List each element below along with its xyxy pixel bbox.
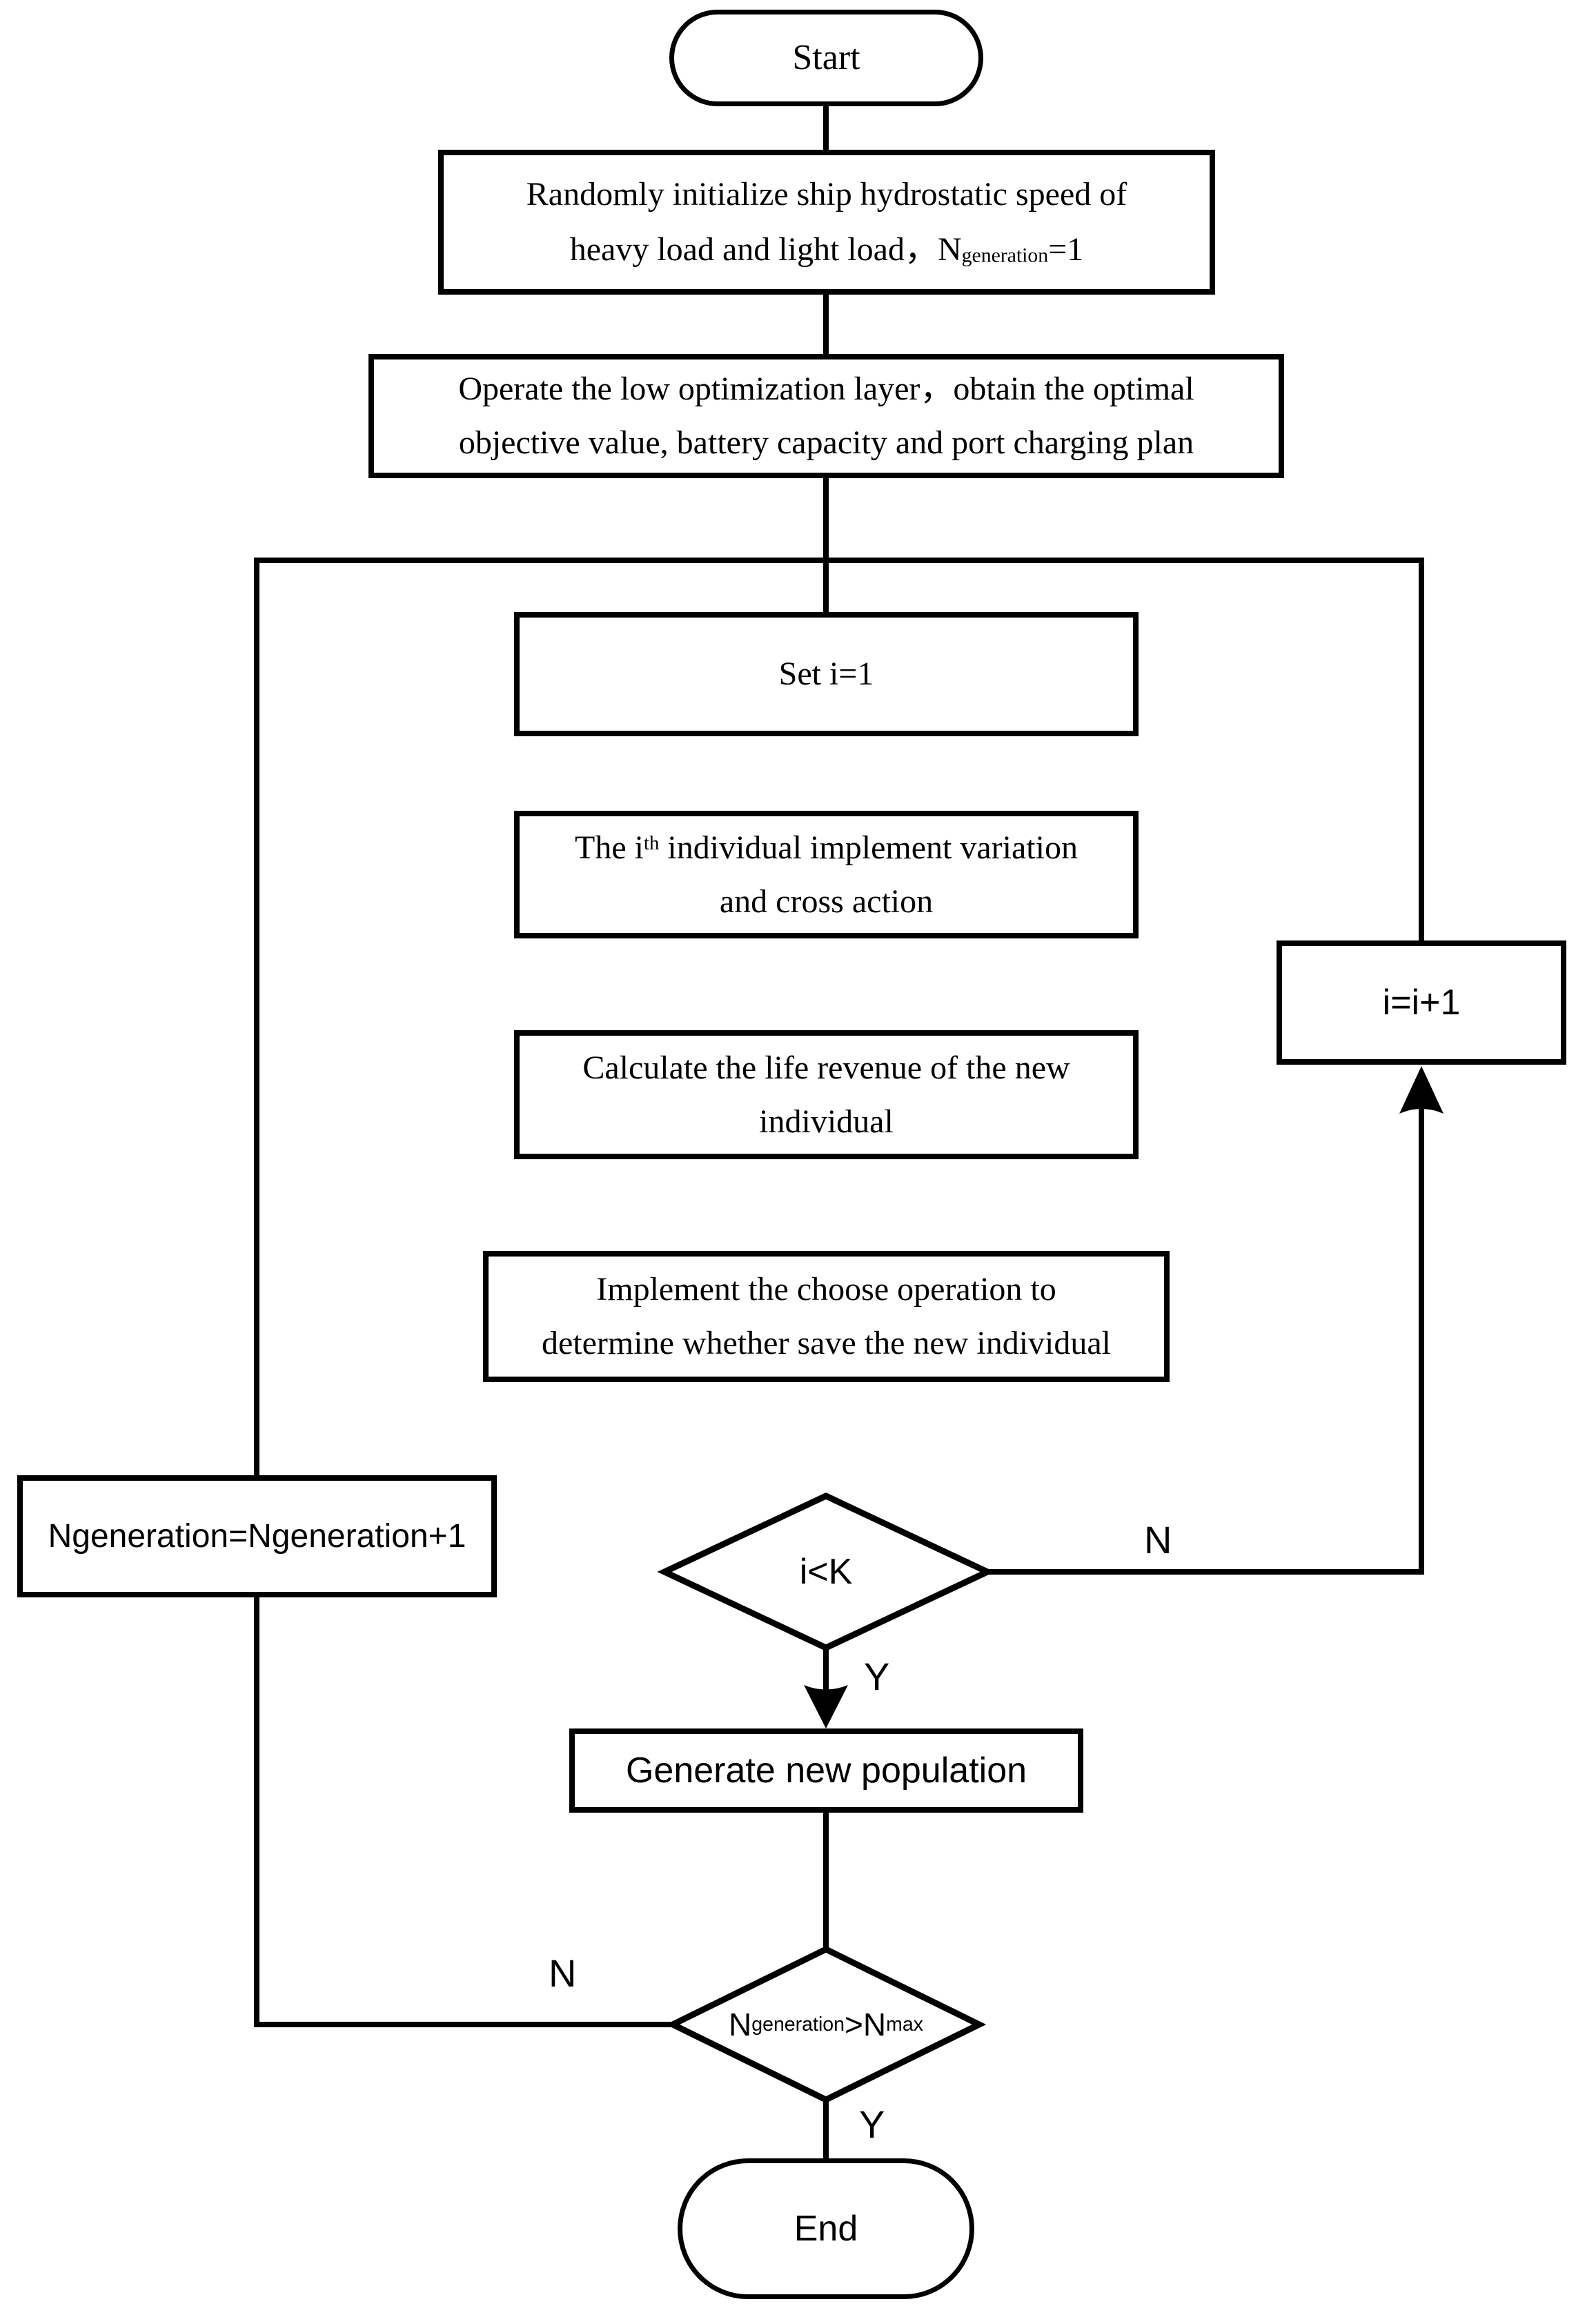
decision-diamond-ngen-gt-nmax: [665, 1945, 987, 2104]
start-node: Start: [669, 10, 983, 106]
end-label: End: [794, 2209, 858, 2249]
process-set-i-node: Set i=1: [514, 612, 1139, 736]
process-ith-node: The ith individual implement variation a…: [514, 811, 1139, 938]
end-node: End: [678, 2158, 974, 2299]
inc-gen-label: Ngeneration=Ngeneration+1: [48, 1517, 466, 1555]
process-gen-pop-node: Generate new population: [569, 1728, 1083, 1813]
impl-line2: determine whether save the new individua…: [541, 1325, 1112, 1361]
branch-label-yes-inner: Y: [864, 1655, 890, 1698]
branch-label-no-inner: N: [1144, 1518, 1172, 1562]
gen-pop-label: Generate new population: [625, 1751, 1027, 1791]
init-line2: heavy load and light load，Ngeneration=1: [569, 231, 1084, 268]
impl-line1: Implement the choose operation to: [596, 1271, 1056, 1308]
branch-label-no-outer: N: [549, 1951, 577, 1995]
process-lower-layer-node: Operate the low optimization layer，obtai…: [368, 354, 1284, 478]
process-inc-i-node: i=i+1: [1277, 940, 1566, 1065]
process-implement-node: Implement the choose operation to determ…: [483, 1251, 1170, 1382]
process-inc-gen-node: Ngeneration=Ngeneration+1: [17, 1475, 497, 1597]
calc-line2: individual: [759, 1103, 894, 1140]
arrowhead-down-into-gen-pop: [804, 1685, 848, 1728]
ith-line1: The ith individual implement variation: [575, 829, 1078, 866]
arrowhead-up-into-inc-i: [1399, 1066, 1444, 1114]
set-i-label: Set i=1: [778, 656, 874, 692]
init-line1: Randomly initialize ship hydrostatic spe…: [526, 176, 1127, 213]
branch-label-yes-outer: Y: [859, 2102, 885, 2146]
inc-i-label: i=i+1: [1382, 983, 1461, 1023]
process-init-node: Randomly initialize ship hydrostatic spe…: [438, 150, 1215, 295]
lower-line2: objective value, battery capacity and po…: [458, 424, 1194, 461]
process-calc-node: Calculate the life revenue of the new in…: [514, 1030, 1139, 1159]
start-label: Start: [792, 38, 860, 77]
lower-line1: Operate the low optimization layer，obtai…: [458, 371, 1194, 407]
ith-line2: and cross action: [719, 883, 934, 920]
cond-i-label: i<K: [799, 1552, 853, 1592]
calc-line1: Calculate the life revenue of the new: [582, 1049, 1070, 1086]
decision-diamond-i-lt-k: [657, 1493, 995, 1651]
